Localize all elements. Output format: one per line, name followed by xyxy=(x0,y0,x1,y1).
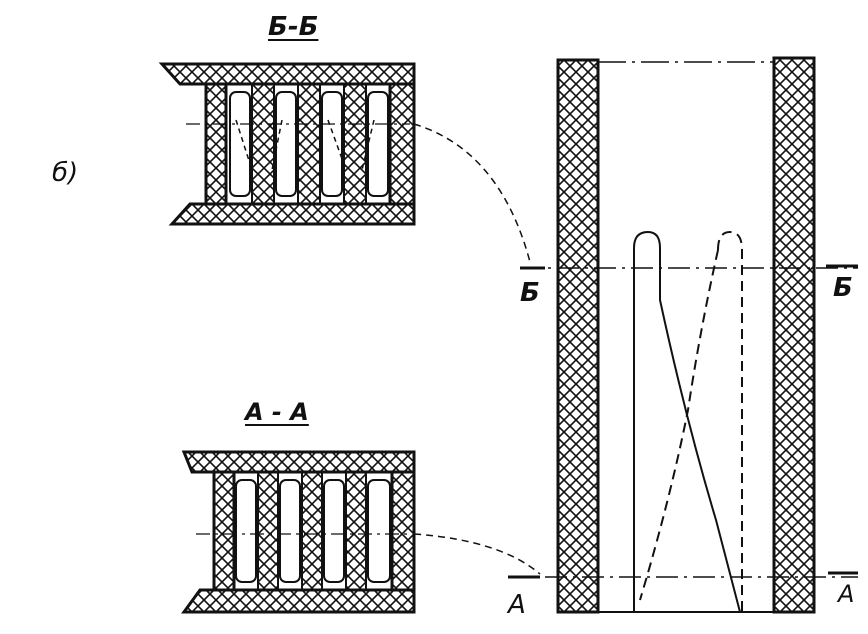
elevation-view xyxy=(508,56,858,614)
section-a-top-plate xyxy=(181,450,416,474)
section-a-separator xyxy=(301,471,323,591)
cut-label-b-right: Б xyxy=(833,273,853,303)
section-a-left-wall xyxy=(212,470,236,592)
section-a-conductor xyxy=(235,479,257,583)
cut-label-b-left: Б xyxy=(520,278,540,308)
section-a-separator xyxy=(257,471,279,591)
figure-label: б) xyxy=(52,158,79,188)
cut-label-a-right: А xyxy=(838,580,855,608)
cut-label-a-left: А xyxy=(508,590,526,620)
section-a-conductor xyxy=(323,479,345,583)
section-b-b xyxy=(158,62,531,263)
leader-b xyxy=(413,123,531,263)
section-a-a xyxy=(181,450,541,614)
section-b-b-title: Б-Б xyxy=(268,12,319,42)
section-a-a-title: А - А xyxy=(245,398,309,426)
coil-back xyxy=(639,230,743,612)
section-b-conductor xyxy=(321,91,343,197)
leader-a xyxy=(413,533,541,575)
section-a-bottom-plate xyxy=(181,588,416,614)
section-b-top-plate xyxy=(158,62,416,86)
section-b-separator xyxy=(251,83,275,205)
section-b-left-wall xyxy=(204,82,228,206)
section-b-conductor xyxy=(275,91,297,197)
section-a-separator xyxy=(345,471,367,591)
right-wall xyxy=(772,56,816,614)
section-b-separator xyxy=(343,83,367,205)
section-a-conductor xyxy=(367,479,391,583)
section-b-separator xyxy=(297,83,321,205)
section-a-conductor xyxy=(279,479,301,583)
section-a-right-wall xyxy=(390,470,416,592)
left-wall xyxy=(556,58,600,614)
section-b-conductor xyxy=(229,91,251,197)
section-b-bottom-plate xyxy=(168,202,416,226)
coil-front xyxy=(633,230,741,613)
section-b-right-wall xyxy=(388,82,416,206)
section-b-conductor xyxy=(367,91,389,197)
